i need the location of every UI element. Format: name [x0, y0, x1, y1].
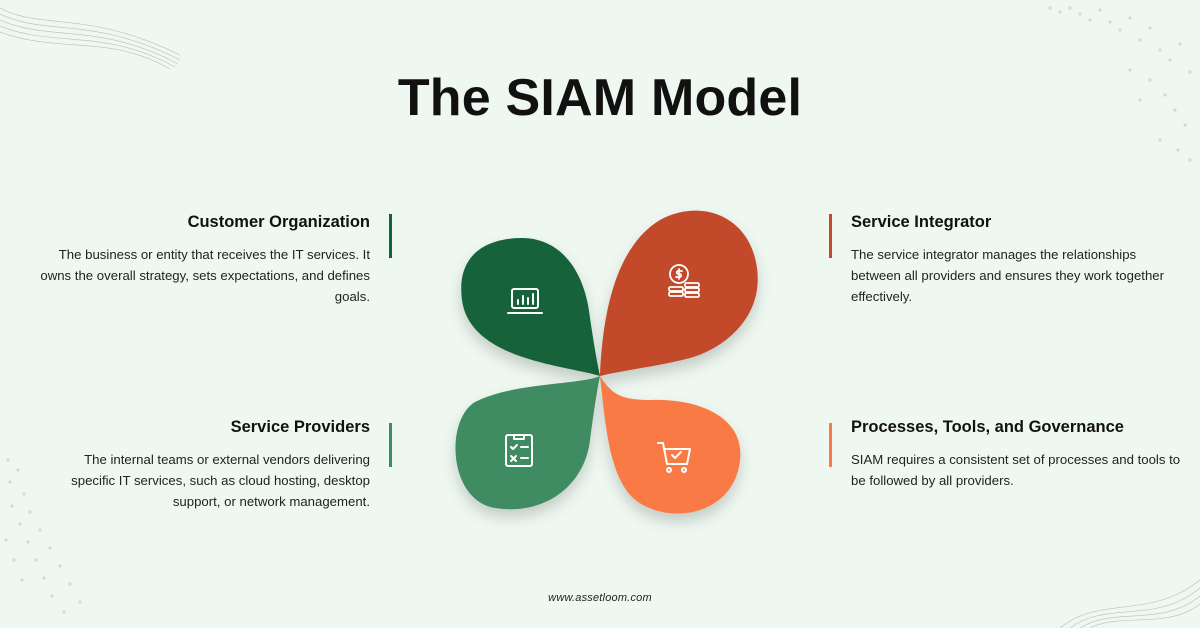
providers-accent-bar	[389, 423, 392, 467]
dollar-coins-icon	[668, 264, 700, 298]
laptop-chart-icon	[507, 288, 543, 314]
footer-website-link[interactable]: www.assetloom.com	[548, 592, 652, 604]
service-integrator-description: The service integrator manages the relat…	[851, 247, 1165, 304]
petal-service-providers	[455, 376, 600, 510]
processes-tools-governance-block: Processes, Tools, and Governance SIAM re…	[851, 418, 1181, 491]
cart-check-icon	[657, 442, 691, 473]
service-providers-block: Service Providers The internal teams or …	[40, 418, 370, 512]
petal-processes-tools-governance	[600, 376, 741, 514]
service-providers-heading: Service Providers	[230, 418, 370, 436]
processes-tools-governance-description: SIAM requires a consistent set of proces…	[851, 452, 1181, 488]
customer-accent-bar	[389, 214, 392, 258]
service-integrator-heading: Service Integrator	[851, 213, 992, 231]
service-integrator-block: Service Integrator The service integrato…	[851, 213, 1181, 307]
page-title: The SIAM Model	[397, 69, 803, 127]
petal-service-integrator	[600, 210, 758, 376]
customer-organization-heading: Customer Organization	[187, 213, 370, 231]
customer-organization-block: Customer Organization The business or en…	[40, 213, 370, 307]
processes-accent-bar	[829, 423, 832, 467]
checklist-icon	[505, 434, 533, 467]
service-providers-description: The internal teams or external vendors d…	[71, 452, 370, 509]
processes-tools-governance-heading: Processes, Tools, and Governance	[851, 418, 1124, 436]
customer-organization-description: The business or entity that receives the…	[40, 247, 370, 304]
integrator-accent-bar	[829, 214, 832, 258]
